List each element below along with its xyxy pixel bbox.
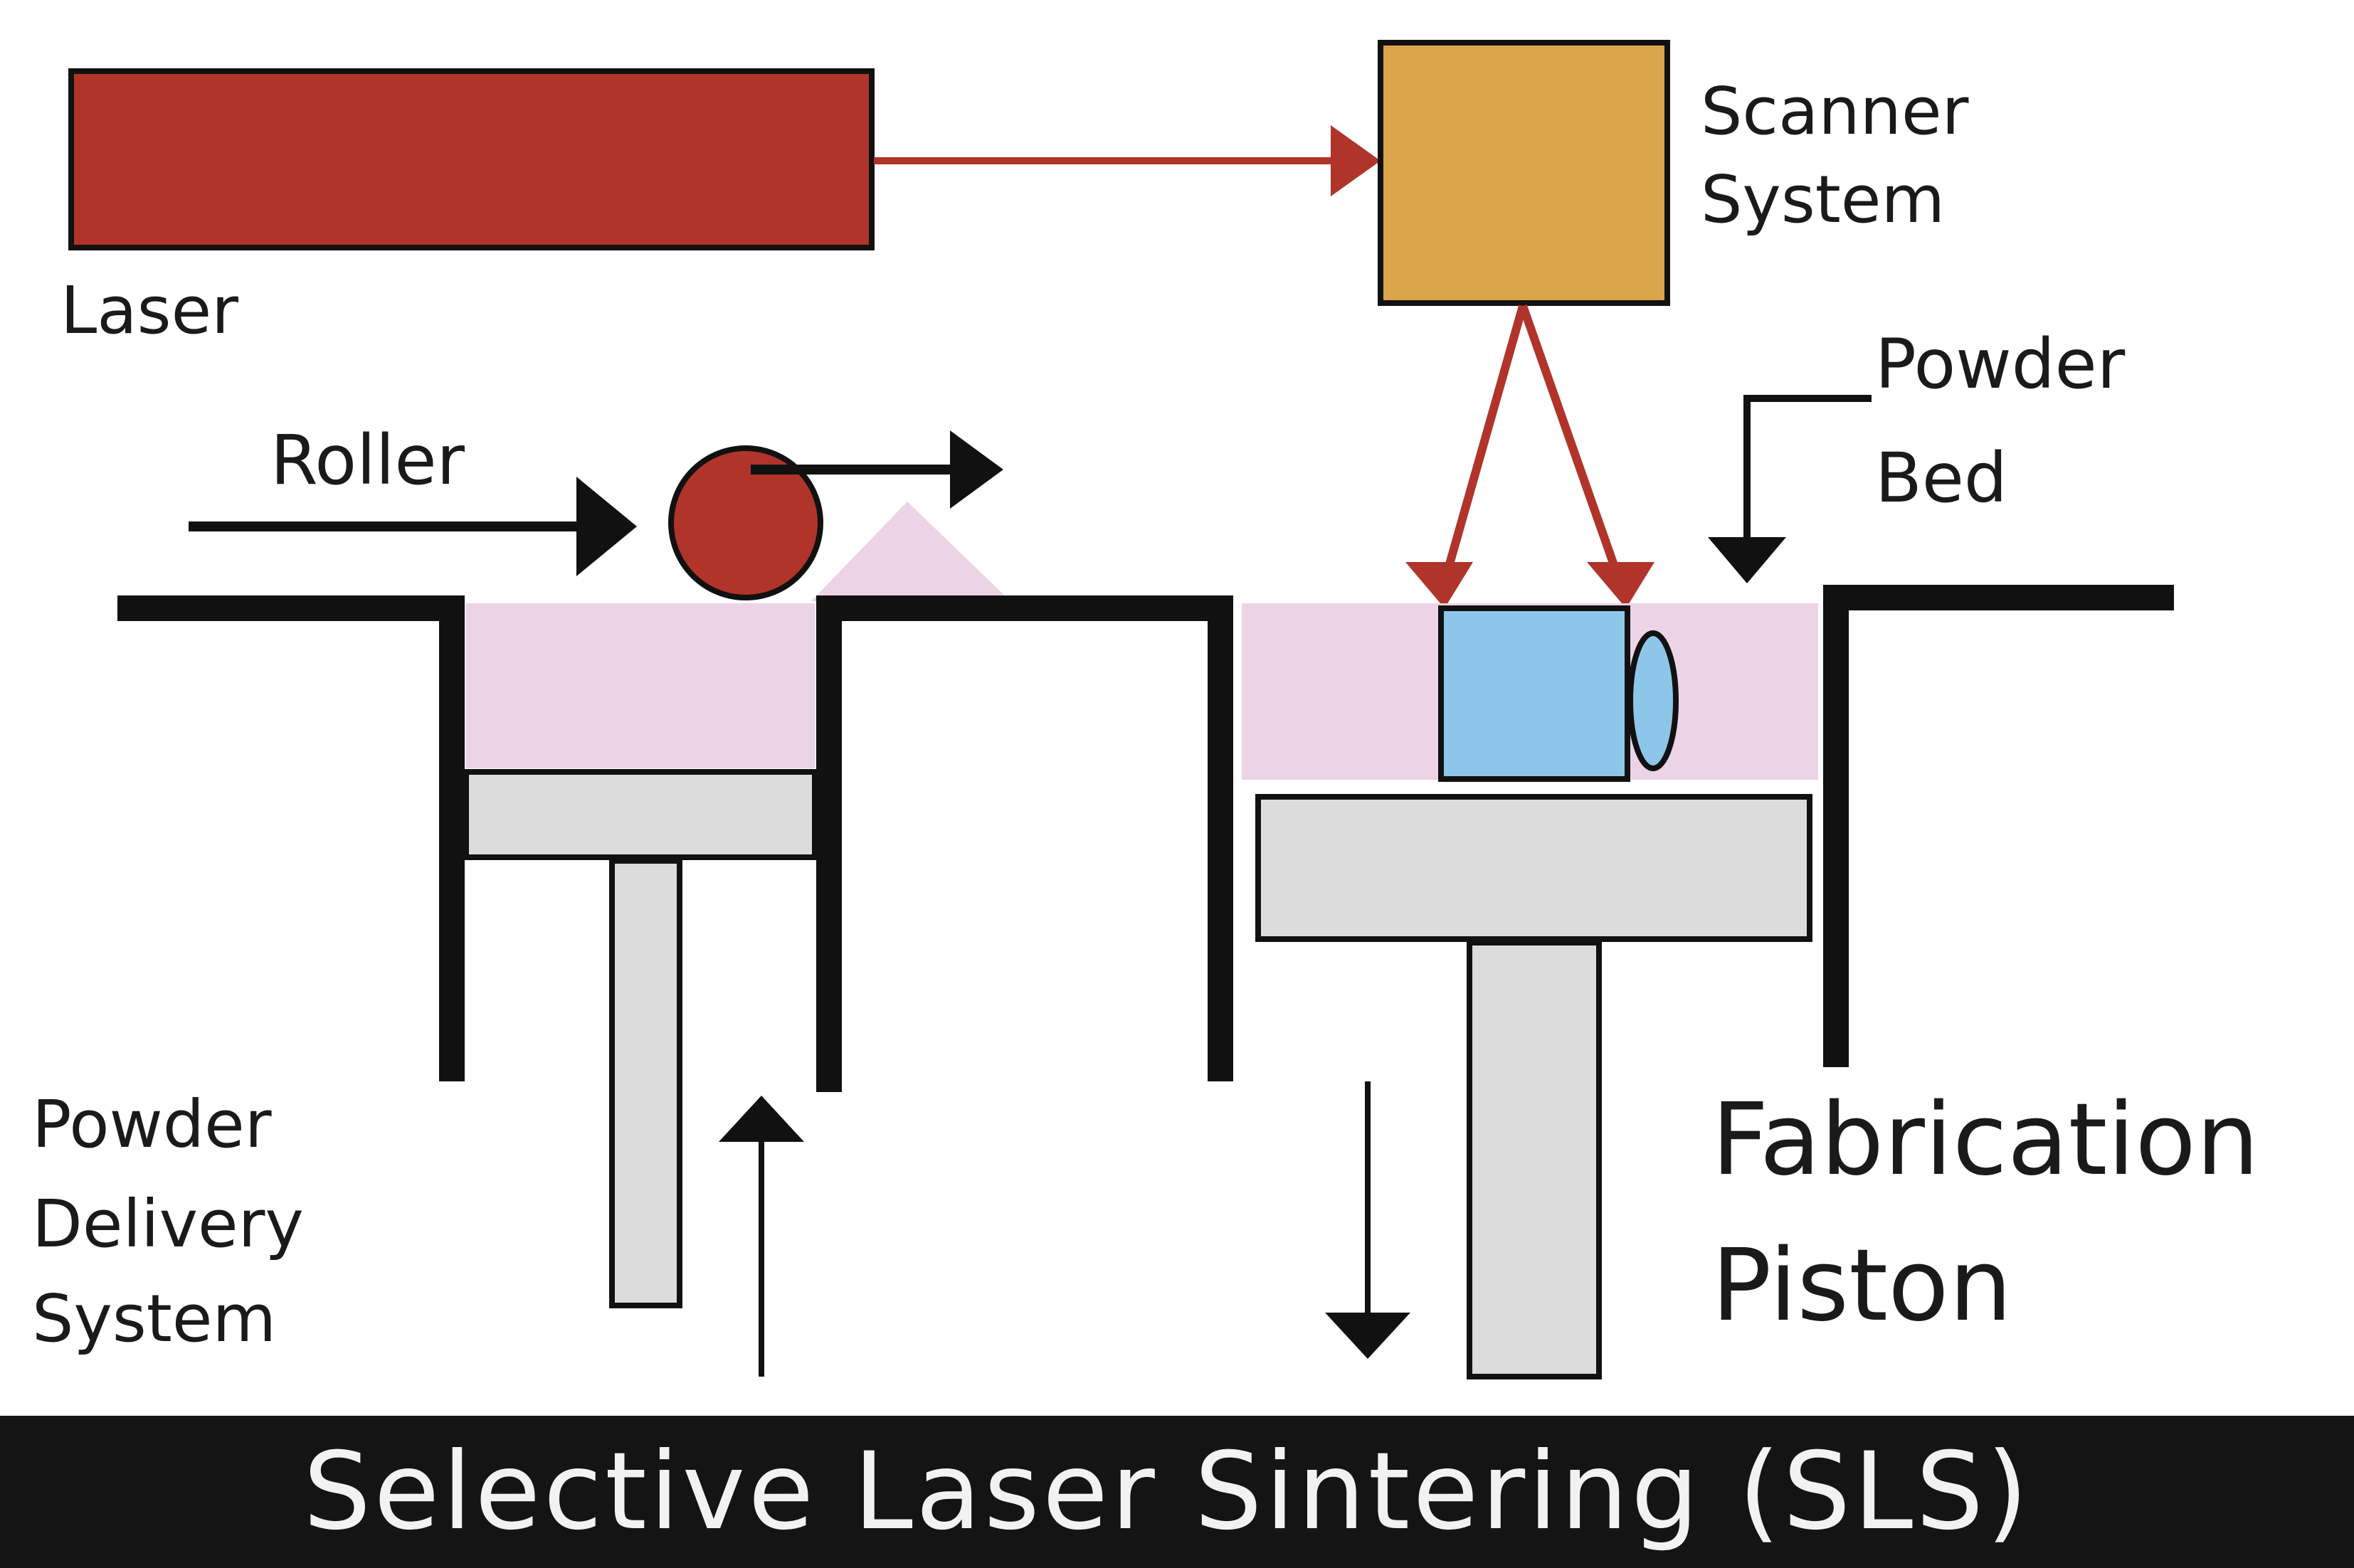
powder-bed-label-line1: Powder	[1875, 324, 2126, 404]
fabrication-piston-plate	[1255, 794, 1812, 942]
delivery-piston-plate	[463, 769, 818, 860]
roller-push-arrowhead	[576, 477, 637, 576]
laser-beam-arrowhead	[1331, 125, 1381, 196]
scanner-label-line2: System	[1701, 161, 1945, 238]
roller-label: Roller	[270, 420, 465, 500]
scanner-label-line1: Scanner	[1701, 73, 1969, 149]
laser-label: Laser	[60, 272, 238, 349]
powder-delivery-label-line1: Powder	[32, 1086, 272, 1162]
scanner-beam-right-arrowhead	[1587, 562, 1654, 608]
fabrication-label-line1: Fabrication	[1711, 1082, 2259, 1198]
scanner-beam-left	[1444, 304, 1527, 571]
roller	[668, 445, 823, 600]
platform-outline-middle	[816, 595, 1233, 1092]
scanner-beam-right	[1519, 304, 1620, 571]
powder-delivery-label-line3: System	[32, 1281, 276, 1357]
fabrication-piston-rod	[1467, 940, 1602, 1379]
powder-mound	[811, 502, 1010, 601]
title-banner-text: Selective Laser Sintering (SLS)	[303, 1430, 2031, 1554]
roller-direction-arrowhead	[950, 430, 1003, 509]
fabrication-label-line2: Piston	[1711, 1228, 2012, 1344]
fabrication-down-arrowhead	[1325, 1313, 1410, 1359]
delivery-piston-rod	[609, 858, 682, 1308]
sintered-part	[1438, 605, 1630, 782]
laser-source	[68, 68, 875, 250]
scanner-beam-left-arrowhead	[1405, 562, 1473, 608]
scanner-system	[1378, 40, 1670, 306]
delivery-up-arrowhead	[719, 1096, 804, 1142]
delivery-powder	[466, 603, 815, 768]
title-banner	[0, 1416, 2354, 1568]
powder-bed-pointer-arrowhead	[1708, 537, 1786, 583]
powder-bed-label-line2: Bed	[1875, 438, 2007, 518]
platform-outline-right	[1823, 585, 2174, 1067]
powder-bed-pointer	[1743, 395, 1872, 555]
sintered-part-end	[1627, 630, 1679, 771]
powder-delivery-label-line2: Delivery	[32, 1186, 304, 1262]
platform-outline	[117, 595, 465, 1081]
